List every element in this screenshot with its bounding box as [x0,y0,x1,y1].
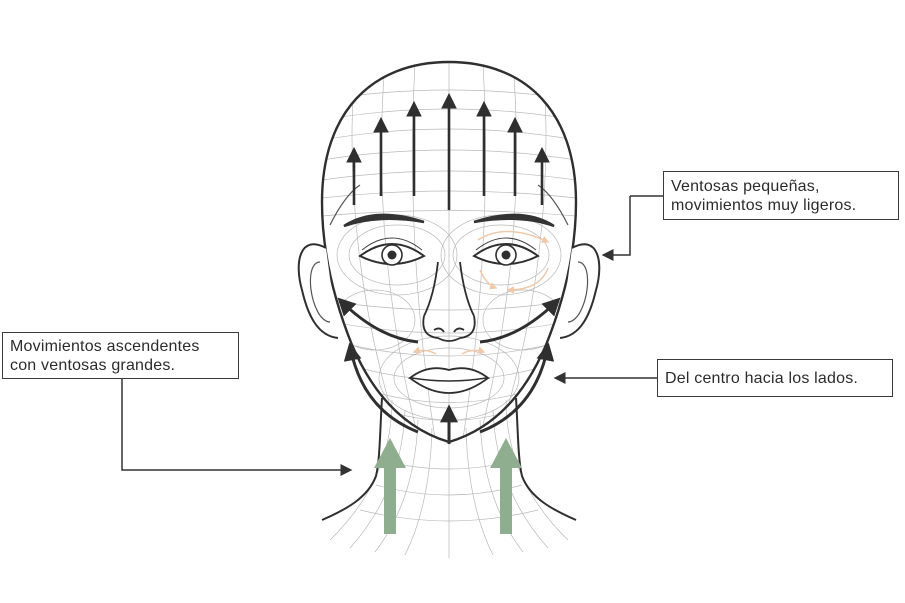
right-eyebrow [473,213,555,228]
cheek-arrow-right [479,297,561,344]
callout-ascending-line1: Movimientos ascendentes [10,338,200,355]
left-eyebrow [343,213,425,228]
left-ear [297,243,339,339]
hairline [329,184,361,226]
callout-small-cups-line2: movimientos muy ligeros. [671,197,857,214]
callout-small-cups-line1: Ventosas pequeñas, [671,178,820,195]
orange-eye-arrows [412,230,550,355]
jaw-arrow-left [343,342,419,434]
lips [407,367,491,394]
callout-lateral-line1: Del centro hacia los lados. [665,370,859,387]
cheek-arrows [337,297,561,444]
jaw-arrow-right [479,342,555,434]
forehead-arrows [346,92,550,210]
left-eye [358,237,426,266]
neck-arrow-left [374,438,406,534]
neck-right [515,397,577,521]
callout-small-cups: Ventosas pequeñas, movimientos muy liger… [663,171,899,220]
callout-ascending-line2: con ventosas grandes. [10,357,176,374]
right-eye [472,237,540,266]
nose [422,261,476,342]
callout-ascending: Movimientos ascendentes con ventosas gra… [2,332,239,379]
hairline-right [537,184,569,226]
neck-arrow-right [490,438,522,534]
neck-left [321,397,383,521]
cheek-arrow-left [337,297,419,344]
leader-ascending [121,379,353,476]
callout-lateral: Del centro hacia los lados. [657,359,893,397]
right-ear [559,243,601,339]
neck-arrows [374,438,522,534]
leader-small-cups [601,196,631,261]
